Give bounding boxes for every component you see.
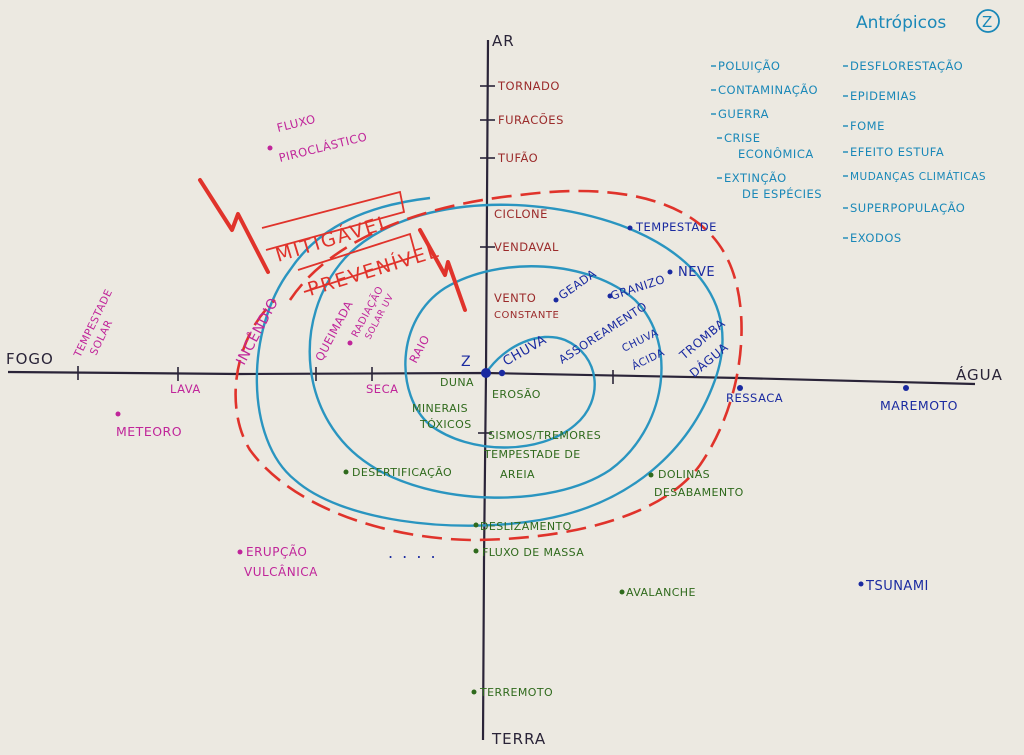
tsunami-dot bbox=[858, 581, 864, 587]
prevenivel-box bbox=[297, 232, 418, 293]
center-label: Z bbox=[461, 354, 472, 370]
event-desabamento: DESABAMENTO bbox=[654, 486, 744, 499]
spiral-continuation: . . . . bbox=[388, 543, 438, 562]
anthropic-item: ECONÔMICA bbox=[738, 146, 814, 161]
radiacao-dot bbox=[347, 340, 353, 346]
prevenivel-lightning bbox=[418, 228, 467, 312]
anthropic-item: DESFLORESTAÇÃO bbox=[850, 58, 963, 73]
event-vulcanica: VULCÂNICA bbox=[244, 564, 318, 579]
event-areia: AREIA bbox=[500, 468, 535, 481]
erupcao-dot bbox=[237, 549, 243, 555]
anthropic-item: SUPERPOPULAÇÃO bbox=[850, 200, 965, 215]
fluxo-dot bbox=[267, 145, 273, 151]
event-tsunami: TSUNAMI bbox=[865, 579, 929, 594]
anthropic-badge-circle bbox=[976, 9, 1000, 33]
geada-dot bbox=[553, 297, 559, 303]
axis-ticks bbox=[77, 85, 614, 434]
event-desertificacao: DESERTIFICAÇÃO bbox=[352, 466, 452, 479]
event-erupcao: ERUPÇÃO bbox=[246, 544, 307, 559]
avalanche-dot bbox=[619, 589, 625, 595]
meteoro-dot bbox=[115, 411, 121, 417]
anthropic-title: Antrópicos bbox=[856, 13, 946, 33]
anthropic-item: FOME bbox=[850, 119, 885, 133]
anthropic-badge: Z bbox=[982, 13, 992, 31]
center-dot bbox=[481, 368, 491, 378]
event-avalanche: AVALANCHE bbox=[626, 586, 696, 599]
event-erosao: EROSÃO bbox=[492, 388, 541, 401]
event-dolinas: DOLINAS bbox=[658, 468, 710, 481]
event-vento: VENTO bbox=[494, 291, 536, 305]
anthropic-item: CONTAMINAÇÃO bbox=[718, 82, 818, 97]
event-minerais: MINERAIS bbox=[412, 402, 468, 415]
prevention-spiral bbox=[255, 196, 724, 527]
event-duna: DUNA bbox=[440, 376, 474, 389]
fluxo-massa-dot bbox=[473, 548, 479, 554]
anthropic-panel: Antrópicos Z POLUIÇÃO CONTAMINAÇÃO GUERR… bbox=[711, 9, 1000, 245]
event-seca: SECA bbox=[366, 382, 398, 396]
deslizamento-dot bbox=[473, 522, 479, 528]
event-maremoto: MAREMOTO bbox=[880, 398, 958, 413]
terremoto-dot bbox=[471, 689, 477, 695]
event-tempestade-areia: TEMPESTADE DE bbox=[483, 448, 581, 461]
anthropic-item: POLUIÇÃO bbox=[718, 58, 780, 73]
tempestade-dot bbox=[627, 225, 633, 231]
event-ressaca: RESSACA bbox=[726, 391, 783, 405]
event-markers bbox=[115, 145, 909, 695]
anthropic-item: CRISE bbox=[724, 131, 760, 145]
event-tornado: TORNADO bbox=[497, 79, 560, 93]
event-neve: NEVE bbox=[678, 265, 715, 280]
ressaca-dot bbox=[737, 385, 743, 391]
mitigavel-lightning bbox=[198, 178, 270, 274]
axis-label-air: AR bbox=[492, 32, 515, 50]
desertificacao-dot bbox=[343, 469, 349, 475]
event-tufao: TUFÃO bbox=[497, 150, 538, 165]
chuva-dot bbox=[498, 369, 506, 377]
anthropic-item: EXODOS bbox=[850, 231, 902, 245]
event-fluxo-massa: FLUXO DE MASSA bbox=[482, 546, 584, 559]
anthropic-item: MUDANÇAS CLIMÁTICAS bbox=[850, 170, 986, 183]
event-vendaval: VENDAVAL bbox=[494, 240, 559, 254]
event-furacoes: FURACÕES bbox=[498, 112, 564, 127]
event-sismos: SISMOS/TREMORES bbox=[488, 429, 601, 442]
mitigavel-box bbox=[261, 190, 406, 251]
axis-label-water: ÁGUA bbox=[956, 365, 1003, 384]
event-terremoto: TERREMOTO bbox=[479, 686, 553, 699]
anthropic-item: EXTINÇÃO bbox=[724, 170, 787, 185]
anthropic-item: DE ESPÉCIES bbox=[742, 186, 822, 201]
event-deslizamento: DESLIZAMENTO bbox=[480, 520, 572, 533]
anthropic-item: EFEITO ESTUFA bbox=[850, 145, 944, 159]
axis-label-earth: TERRA bbox=[491, 730, 546, 748]
maremoto-dot bbox=[903, 385, 909, 391]
event-vento-constante: CONSTANTE bbox=[494, 310, 559, 321]
event-lava: LAVA bbox=[170, 382, 201, 396]
anthropic-item: EPIDEMIAS bbox=[850, 89, 917, 103]
anthropic-item: GUERRA bbox=[718, 107, 769, 121]
axis-label-fire: FOGO bbox=[6, 350, 54, 368]
anthropic-col1: POLUIÇÃO CONTAMINAÇÃO GUERRA CRISE ECONÔ… bbox=[718, 58, 822, 201]
earth-events: DUNA MINERAIS TÓXICOS EROSÃO SISMOS/TREM… bbox=[352, 376, 744, 699]
mitigable-boundary bbox=[234, 189, 743, 542]
dolinas-dot bbox=[648, 472, 654, 478]
air-events: TORNADO FURACÕES TUFÃO CICLONE VENDAVAL … bbox=[494, 79, 564, 321]
event-meteoro: METEORO bbox=[116, 424, 182, 439]
event-tempestade: TEMPESTADE bbox=[635, 220, 717, 234]
granizo-dot bbox=[607, 293, 613, 299]
event-ciclone: CICLONE bbox=[494, 207, 548, 221]
anthropic-col2: DESFLORESTAÇÃO EPIDEMIAS FOME EFEITO EST… bbox=[850, 58, 986, 245]
neve-dot bbox=[667, 269, 673, 275]
event-toxicos: TÓXICOS bbox=[419, 418, 472, 431]
